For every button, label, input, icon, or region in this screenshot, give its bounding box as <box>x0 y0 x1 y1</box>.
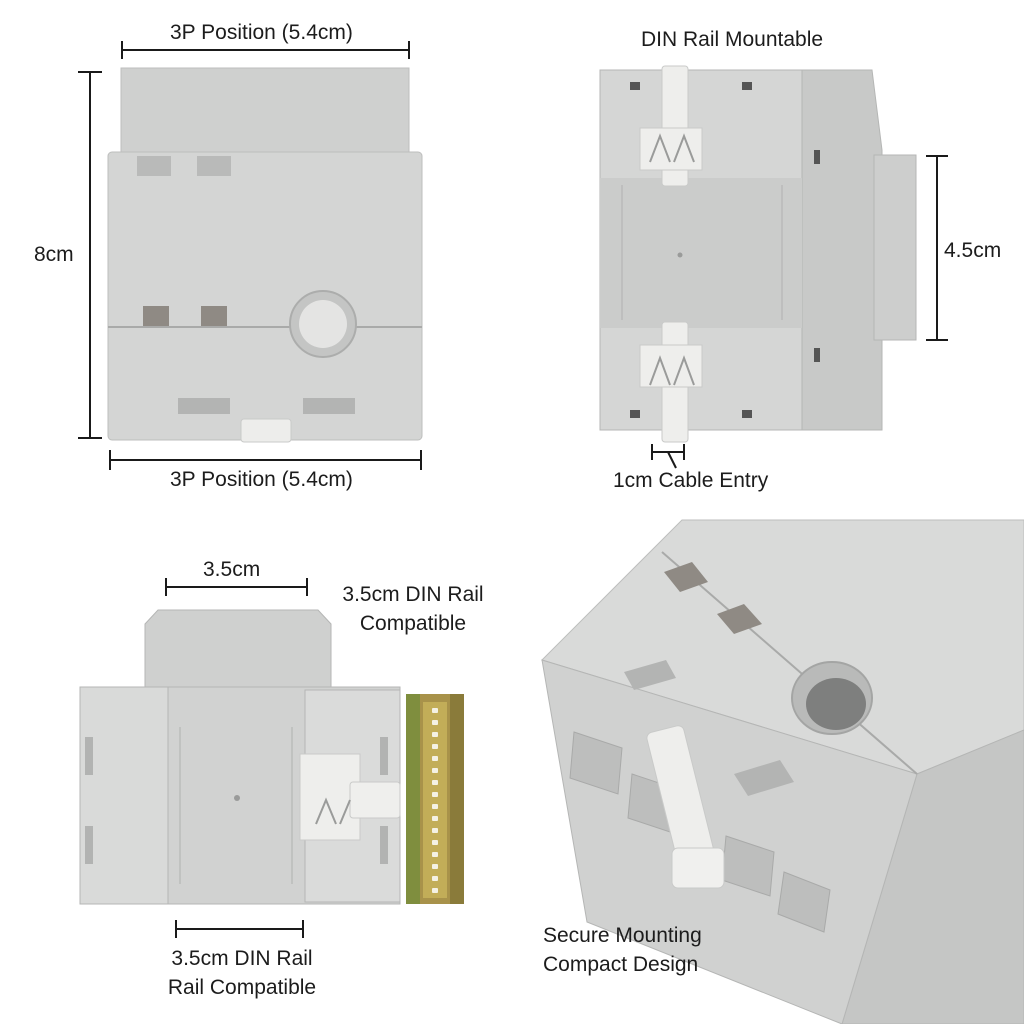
back-title-label: DIN Rail Mountable <box>641 28 824 51</box>
iso-mesh <box>664 562 708 592</box>
screw-mesh <box>143 306 169 326</box>
rail-compat-line2: Compatible <box>359 612 467 635</box>
back-depth-label: 4.5cm <box>944 239 1002 262</box>
rail-compat-line1: 3.5cm DIN Rail <box>342 583 484 606</box>
din-rail-illustration <box>406 694 464 904</box>
bottom-din-clip <box>639 321 703 443</box>
cable-entry-label: 1cm Cable Entry <box>613 469 769 492</box>
terminal-window <box>197 156 231 176</box>
front-height-label: 8cm <box>34 243 74 266</box>
screw-mesh <box>201 306 227 326</box>
side-bottom-line2: Rail Compatible <box>167 976 317 999</box>
bottom-slot <box>178 398 230 414</box>
isometric-view-illustration <box>541 519 1024 1024</box>
iso-mesh <box>717 604 762 634</box>
back-view-illustration <box>599 65 948 469</box>
bottom-slot <box>303 398 355 414</box>
top-din-clip <box>639 65 703 187</box>
front-top-block <box>120 67 410 161</box>
iso-caption-line2: Compact Design <box>543 953 699 976</box>
side-depth-face <box>799 69 883 431</box>
side-width-label: 3.5cm <box>203 558 261 581</box>
front-bottom-width-label: 3P Position (5.4cm) <box>170 468 353 491</box>
iso-caption-line1: Secure Mounting <box>543 924 702 947</box>
side-view-illustration <box>79 578 464 938</box>
front-view-illustration <box>78 41 423 470</box>
front-top-width-label: 3P Position (5.4cm) <box>170 21 353 44</box>
din-clip <box>240 418 292 443</box>
iso-din-clip <box>646 725 725 889</box>
side-bottom-line1: 3.5cm DIN Rail <box>171 947 313 970</box>
front-main-body <box>107 151 423 441</box>
side-din-clip <box>299 753 401 841</box>
terminal-window <box>137 156 171 176</box>
